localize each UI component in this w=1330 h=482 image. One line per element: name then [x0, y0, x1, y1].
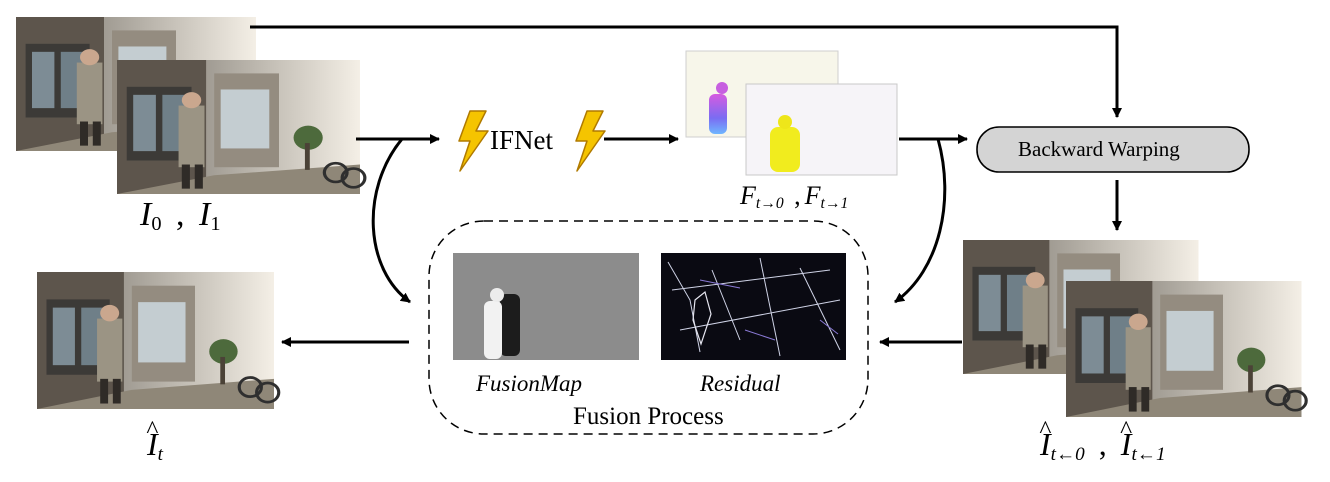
- w0-base: I: [1040, 426, 1051, 462]
- flows-label: Ft→0 ,Ft→1: [740, 181, 849, 212]
- hat-mark: ^: [1120, 415, 1133, 445]
- hat-mark: ^: [146, 415, 159, 445]
- w1-sub: t←1: [1131, 443, 1166, 465]
- output-frame: [35, 270, 281, 411]
- i1-base: I: [199, 196, 211, 233]
- f0-base: F: [740, 181, 756, 210]
- flows-sep: ,: [794, 181, 801, 210]
- i0-sub: 0: [151, 213, 162, 236]
- input-frame-i1: [115, 58, 367, 196]
- hat-mark: ^: [1039, 415, 1052, 445]
- residual-image: [661, 253, 846, 360]
- fusion-process-region: [428, 220, 869, 435]
- out-base: I: [147, 426, 158, 462]
- f1-sub: t→1: [820, 194, 849, 212]
- i0-base: I: [140, 196, 152, 233]
- input-sep: ,: [176, 196, 185, 233]
- out-base-wrap: ^I: [146, 417, 158, 462]
- arrow-input-to-fusion: [371, 138, 411, 304]
- f0-sub: t→0: [755, 194, 784, 212]
- arrow-flow-to-fusion: [894, 138, 947, 304]
- warped-sep: ,: [1098, 426, 1107, 462]
- f1-base: F: [804, 181, 821, 210]
- fusion-map-image: [453, 253, 639, 360]
- backward-warping-box: [976, 126, 1250, 173]
- backward-warping-label: Backward Warping: [1018, 137, 1180, 161]
- fusion-process-label: Fusion Process: [573, 403, 724, 430]
- warped-frame-t1: [1064, 279, 1308, 419]
- lightning-icon: [458, 110, 489, 172]
- w0-base-wrap: ^I: [1039, 417, 1051, 462]
- residual-label: Residual: [700, 371, 781, 396]
- warped-frames-label: ^It←0 , ^It←1: [1039, 417, 1166, 465]
- output-label: ^It: [146, 417, 163, 465]
- arrow-input-to-warping: [250, 25, 1122, 118]
- w1-base: I: [1120, 426, 1132, 462]
- out-sub: t: [157, 443, 163, 465]
- w1-base-wrap: ^I: [1120, 417, 1132, 462]
- w0-sub: t←0: [1050, 443, 1085, 465]
- flow-map-t1: [745, 83, 898, 176]
- ifnet-label: IFNet: [490, 125, 553, 155]
- lightning-icon: [575, 110, 606, 172]
- input-frames-label: I0 , I1: [140, 198, 221, 235]
- i1-sub: 1: [210, 213, 221, 236]
- fusion-map-label: FusionMap: [476, 371, 583, 396]
